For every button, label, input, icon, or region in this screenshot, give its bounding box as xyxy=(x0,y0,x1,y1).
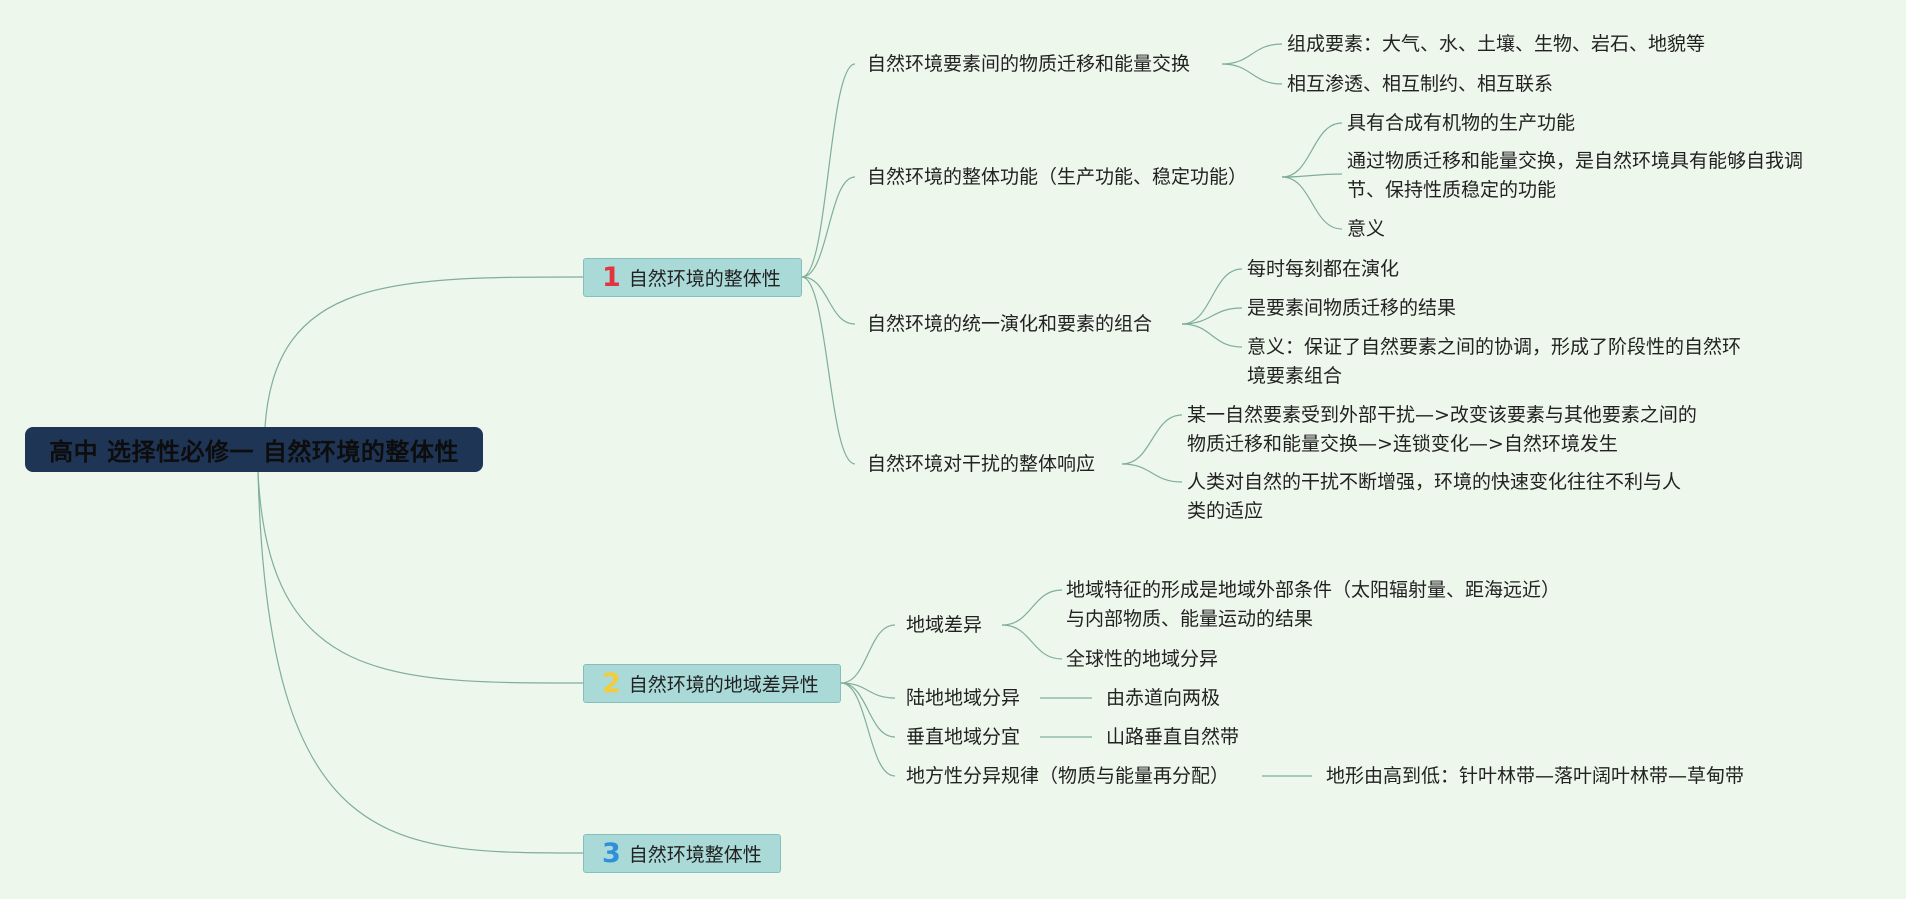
link-topic14-detail2 xyxy=(1121,463,1183,483)
detail-2-3-1[interactable]: 山路垂直自然带 xyxy=(1106,726,1240,748)
link-topic21-detail2 xyxy=(1001,624,1063,660)
detail-1-1-1[interactable]: 组成要素：大气、水、土壤、生物、岩石、地貌等 xyxy=(1287,33,1706,55)
link-topic21-detail1 xyxy=(1001,589,1063,626)
branch-label-3: 自然环境整体性 xyxy=(628,844,762,866)
link-branch1-topic4 xyxy=(801,276,856,465)
branch-label-1: 自然环境的整体性 xyxy=(628,268,781,290)
detail-1-4-1[interactable]: 某一自然要素受到外部干扰—>改变该要素与其他要素之间的物质迁移和能量交换—>连锁… xyxy=(1187,404,1697,455)
detail-1-1-2[interactable]: 相互渗透、相互制约、相互联系 xyxy=(1287,73,1554,95)
branch-node-1[interactable]: 1 自然环境的整体性 xyxy=(583,258,802,297)
link-topic13-detail1 xyxy=(1181,268,1243,325)
link-root-branch2 xyxy=(257,471,584,684)
link-topic12-detail1 xyxy=(1281,122,1343,178)
link-topic11-detail1 xyxy=(1221,43,1283,65)
branch-node-3[interactable]: 3 自然环境整体性 xyxy=(583,834,781,873)
link-topic12-detail3 xyxy=(1281,176,1343,230)
topic-2-3[interactable]: 垂直地域分宜 xyxy=(906,726,1021,748)
link-topic14-detail1 xyxy=(1121,414,1183,465)
link-root-branch1 xyxy=(264,276,584,428)
detail-2-4-1[interactable]: 地形由高到低：针叶林带—落叶阔叶林带—草甸带 xyxy=(1326,765,1745,787)
topic-1-3[interactable]: 自然环境的统一演化和要素的组合 xyxy=(867,313,1153,335)
link-branch2-topic4 xyxy=(840,682,896,777)
detail-1-2-3[interactable]: 意义 xyxy=(1347,218,1386,240)
link-topic13-detail2 xyxy=(1181,307,1243,325)
link-branch1-topic1 xyxy=(801,63,856,278)
root-node[interactable]: 高中 选择性必修一 自然环境的整体性 xyxy=(25,427,483,472)
link-branch2-topic1 xyxy=(840,624,896,684)
topic-2-4[interactable]: 地方性分异规律（物质与能量再分配） xyxy=(906,765,1230,787)
topic-2-2[interactable]: 陆地地域分异 xyxy=(906,687,1021,709)
branch-label-2: 自然环境的地域差异性 xyxy=(628,674,819,696)
link-topic13-detail3 xyxy=(1181,323,1243,348)
detail-2-2-1[interactable]: 由赤道向两极 xyxy=(1106,687,1221,709)
topic-1-2[interactable]: 自然环境的整体功能（生产功能、稳定功能） xyxy=(867,166,1248,188)
branch-number-3: 3 xyxy=(602,838,621,869)
detail-1-3-2[interactable]: 是要素间物质迁移的结果 xyxy=(1247,297,1457,319)
link-branch2-topic3 xyxy=(840,682,896,738)
detail-1-4-2[interactable]: 人类对自然的干扰不断增强，环境的快速变化往往不利与人类的适应 xyxy=(1187,471,1682,522)
detail-1-2-1[interactable]: 具有合成有机物的生产功能 xyxy=(1347,112,1576,134)
branch-number-2: 2 xyxy=(602,668,621,699)
detail-1-3-3[interactable]: 意义：保证了自然要素之间的协调，形成了阶段性的自然环境要素组合 xyxy=(1247,336,1742,387)
link-topic11-detail2 xyxy=(1221,63,1283,85)
link-topic12-detail2 xyxy=(1281,173,1343,178)
branch-node-2[interactable]: 2 自然环境的地域差异性 xyxy=(583,664,841,703)
link-branch1-topic3 xyxy=(801,276,856,325)
topic-1-1[interactable]: 自然环境要素间的物质迁移和能量交换 xyxy=(867,53,1191,75)
topic-1-4[interactable]: 自然环境对干扰的整体响应 xyxy=(867,453,1096,475)
link-branch1-topic2 xyxy=(801,176,856,278)
branch-number-1: 1 xyxy=(602,262,621,293)
link-root-branch3 xyxy=(257,471,584,854)
topic-2-1[interactable]: 地域差异 xyxy=(906,614,983,636)
detail-2-1-1[interactable]: 地域特征的形成是地域外部条件（太阳辐射量、距海远近）与内部物质、能量运动的结果 xyxy=(1066,579,1561,630)
detail-1-3-1[interactable]: 每时每刻都在演化 xyxy=(1247,258,1400,280)
link-branch2-topic2 xyxy=(840,682,896,699)
detail-1-2-2[interactable]: 通过物质迁移和能量交换，是自然环境具有能够自我调节、保持性质稳定的功能 xyxy=(1347,150,1804,201)
detail-2-1-2[interactable]: 全球性的地域分异 xyxy=(1066,648,1219,670)
root-title: 高中 选择性必修一 自然环境的整体性 xyxy=(49,438,459,466)
